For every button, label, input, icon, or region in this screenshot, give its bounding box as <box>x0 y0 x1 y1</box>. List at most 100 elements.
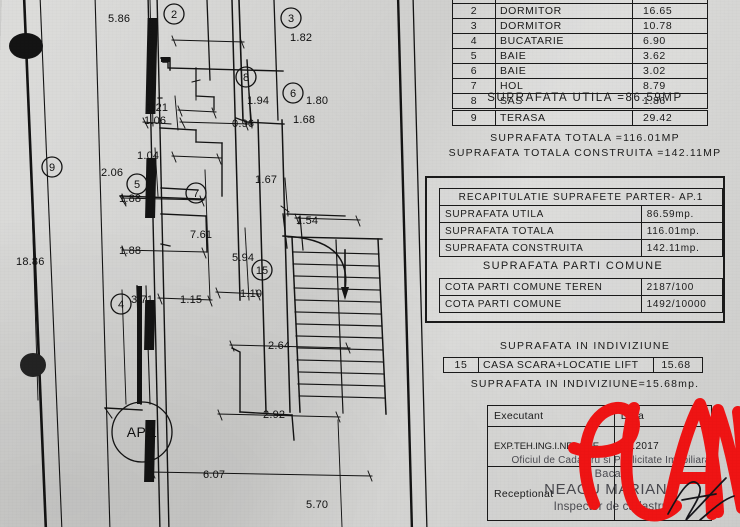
svg-text:8: 8 <box>243 72 249 84</box>
signature-block-table: Executant Data EXP.TEH.ING.I.NEAGDE 09.2… <box>487 405 713 521</box>
data-header: Data <box>613 405 713 427</box>
floor-plan-drawing: 2 3 8 6 9 5 7 4 15 AP.1 5.86 1.82 1.21 1… <box>9 0 428 527</box>
room-area: 1.86 <box>632 93 708 109</box>
punch-hole-marker <box>9 33 43 59</box>
surface-utila-line: SUPRAFATA UTILA =86.59MP <box>487 92 683 104</box>
recap-value: 86.59mp. <box>640 205 724 223</box>
parti-comune-label: COTA PARTI COMUNE <box>439 295 642 313</box>
room-name: BUCATARIE <box>495 33 633 49</box>
room-name: BAIE <box>495 48 633 64</box>
svg-text:1.80: 1.80 <box>306 95 328 107</box>
room-no: 5 <box>452 48 496 64</box>
svg-text:1.10: 1.10 <box>240 288 262 300</box>
svg-text:1.15: 1.15 <box>180 294 202 306</box>
svg-text:7: 7 <box>193 188 199 200</box>
indiv-area: 15.68 <box>653 357 703 373</box>
room-area: 16.65 <box>632 3 708 19</box>
svg-text:4: 4 <box>118 299 124 311</box>
svg-text:0.96: 0.96 <box>232 118 254 130</box>
recap-value: 142.11mp. <box>640 239 724 257</box>
svg-text:2.06: 2.06 <box>101 167 123 179</box>
parti-comune-label: COTA PARTI COMUNE TEREN <box>439 278 642 296</box>
data-value: 09.2017 <box>613 426 713 467</box>
recapitulation-table: RECAPITULATIE SUPRAFETE PARTER- AP.1 SUP… <box>439 188 724 257</box>
svg-text:9: 9 <box>49 162 55 174</box>
svg-text:18.86: 18.86 <box>16 256 45 268</box>
table-row: EXP.TEH.ING.I.NEAGDE 09.2017 <box>487 426 713 467</box>
svg-text:1.04: 1.04 <box>137 150 159 162</box>
svg-text:2.92: 2.92 <box>263 409 285 421</box>
svg-text:1.94: 1.94 <box>247 95 269 107</box>
room-name: BAIE <box>495 63 633 79</box>
recap-title: RECAPITULATIE SUPRAFETE PARTER- AP.1 <box>439 188 723 206</box>
svg-text:1.67: 1.67 <box>255 174 277 186</box>
table-row: RECAPITULATIE SUPRAFETE PARTER- AP.1 <box>439 188 723 206</box>
punch-hole-marker <box>20 353 46 377</box>
room-name: SAS <box>495 93 633 109</box>
parti-comune-value: 1492/10000 <box>640 295 724 313</box>
receptionat-label: Receptionat <box>487 466 615 521</box>
parti-comune-value: 2187/100 <box>640 278 724 296</box>
svg-text:7.61: 7.61 <box>190 229 212 241</box>
dimension-labels: 5.86 1.82 1.21 1.06 1.94 1.80 0.96 1.68 … <box>16 13 328 511</box>
svg-text:5.70: 5.70 <box>306 499 328 511</box>
svg-text:15: 15 <box>256 265 268 277</box>
room-schedule-table: 1LIVING34.972DORMITOR16.653DORMITOR10.78… <box>452 0 708 109</box>
indiviziune-title: SUPRAFATA IN INDIVIZIUNE <box>499 340 671 352</box>
svg-text:1.06: 1.06 <box>144 115 166 127</box>
room-area: 6.90 <box>632 33 708 49</box>
svg-text:2.64: 2.64 <box>268 340 290 352</box>
executant-value: EXP.TEH.ING.I.NEAGDE <box>487 426 615 467</box>
recap-label: SUPRAFATA CONSTRUITA <box>439 239 642 257</box>
terrace-row-table: 9 TERASA 29.42 <box>452 110 708 126</box>
svg-text:6.07: 6.07 <box>203 469 225 481</box>
room-name: DORMITOR <box>495 3 633 19</box>
svg-text:5: 5 <box>134 179 140 191</box>
indiviziune-table: 15 CASA SCARA+LOCATIE LIFT 15.68 <box>443 357 703 373</box>
room-no: 6 <box>452 63 496 79</box>
room-name: HOL <box>495 78 633 94</box>
table-row: Executant Data <box>487 405 713 427</box>
terrace-no: 9 <box>452 110 496 126</box>
table-row: 9 TERASA 29.42 <box>452 110 708 126</box>
executant-header: Executant <box>487 405 615 427</box>
table-row: Receptionat <box>487 466 713 521</box>
table-row: 15 CASA SCARA+LOCATIE LIFT 15.68 <box>443 357 703 373</box>
svg-text:6: 6 <box>290 88 296 100</box>
room-name: DORMITOR <box>495 18 633 34</box>
svg-text:1.21: 1.21 <box>146 102 168 114</box>
svg-text:3: 3 <box>288 13 294 25</box>
terrace-area: 29.42 <box>632 110 708 126</box>
surface-totala-line: SUPRAFATA TOTALA =116.01MP <box>490 132 680 144</box>
svg-text:1.68: 1.68 <box>293 114 315 126</box>
apartment-label: AP.1 <box>127 424 158 440</box>
svg-text:1.88: 1.88 <box>119 193 141 205</box>
room-number-labels: 2 3 8 6 9 5 7 4 15 <box>49 9 296 311</box>
recap-value: 116.01mp. <box>640 222 724 240</box>
svg-text:3.71: 3.71 <box>131 294 153 306</box>
recap-label: SUPRAFATA UTILA <box>439 205 642 223</box>
parti-comune-title: SUPRAFATA PARTI COMUNE <box>482 260 664 272</box>
indiv-name: CASA SCARA+LOCATIE LIFT <box>478 357 654 373</box>
indiv-no: 15 <box>443 357 479 373</box>
room-area: 10.78 <box>632 18 708 34</box>
room-area: 3.62 <box>632 48 708 64</box>
recap-label: SUPRAFATA TOTALA <box>439 222 642 240</box>
room-no: 4 <box>452 33 496 49</box>
svg-text:1.82: 1.82 <box>290 32 312 44</box>
receptionat-value <box>613 466 713 521</box>
indiviziune-total-line: SUPRAFATA IN INDIVIZIUNE=15.68mp. <box>470 378 700 390</box>
